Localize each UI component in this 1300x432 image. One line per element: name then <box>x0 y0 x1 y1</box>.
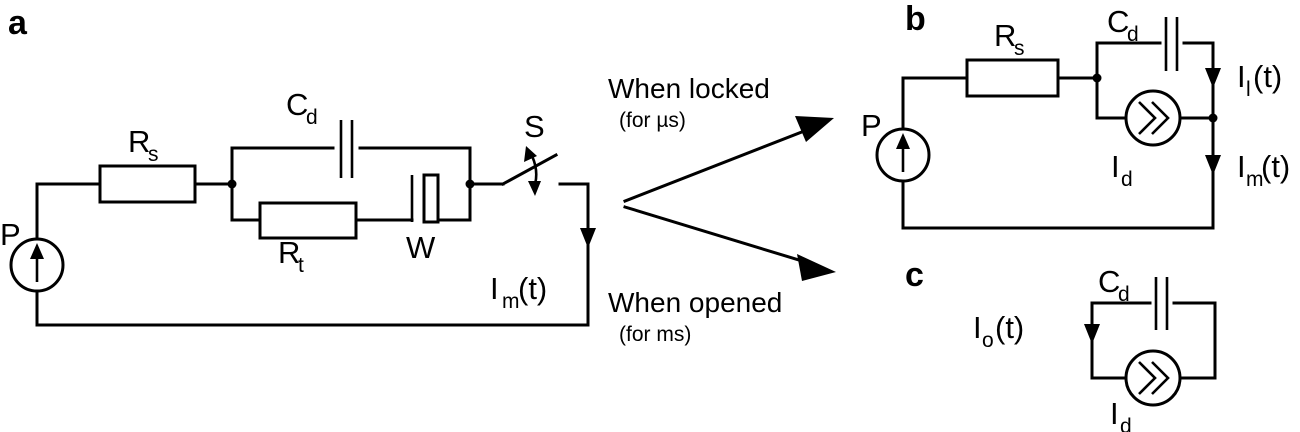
switch-s-toggle-arrow-down <box>528 181 541 196</box>
dependent-source-id-chevron-2-b <box>1151 101 1170 135</box>
current-im-arrow-head-b <box>1205 155 1221 175</box>
panel-a-label: a <box>8 4 28 42</box>
current-io-sub-c: o <box>982 329 994 352</box>
capacitor-cd-sub-b: d <box>1127 23 1139 46</box>
current-source-p-arrow-head <box>30 243 44 259</box>
current-im-label: I <box>490 271 499 306</box>
resistor-rs-body <box>98 164 197 204</box>
current-io-label-c: I <box>973 310 982 345</box>
capacitor-cd-label-c: C <box>1098 264 1120 299</box>
wire-cd-branch-right-b <box>1182 41 1215 120</box>
arrow-locked-shaft <box>623 126 814 203</box>
capacitor-cd-label-b: C <box>1107 4 1129 39</box>
dependent-source-id-label-b: I <box>1111 149 1120 184</box>
wire-bottom-return <box>35 289 590 327</box>
dependent-source-id-sub-c: d <box>1120 415 1132 432</box>
opened-note: (for ms) <box>619 323 691 346</box>
panel-b-label: b <box>905 0 926 38</box>
current-im-tail-b: (t) <box>1261 149 1290 184</box>
resistor-rs-sub-b: s <box>1014 37 1025 60</box>
resistor-rs-label-b: R <box>994 18 1016 53</box>
locked-title: When locked <box>608 73 770 104</box>
current-im-label-b: I <box>1237 149 1246 184</box>
warburg-w-label: W <box>406 230 436 265</box>
capacitor-cd-sub-c: d <box>1118 283 1130 306</box>
capacitor-cd-sub: d <box>306 106 318 129</box>
dependent-source-id-sub-b: d <box>1121 168 1133 191</box>
resistor-rt-body <box>258 201 358 240</box>
resistor-rt-sub: t <box>298 254 304 277</box>
opened-title: When opened <box>608 287 782 318</box>
resistor-rs-sub: s <box>148 143 159 166</box>
arrow-locked-head <box>795 116 834 142</box>
current-im-sub: m <box>502 290 520 313</box>
dependent-source-id-chevron-1-c <box>1138 361 1157 395</box>
dependent-source-id-label-c: I <box>1110 396 1119 431</box>
switch-s-blade <box>500 152 559 187</box>
current-il-tail-b: (t) <box>1253 59 1282 94</box>
transition-group: When locked (for µs) When opened (for ms… <box>608 73 836 346</box>
source-label-p-b: P <box>861 108 882 143</box>
current-il-sub-b: l <box>1246 78 1251 101</box>
dependent-source-id-circle-c <box>1124 349 1182 407</box>
panel-b: b P R s C d I d I l <box>861 0 1290 230</box>
switch-s-toggle-arrow-up <box>524 146 537 162</box>
panel-c-label: c <box>905 256 924 294</box>
arrow-opened-shaft <box>623 205 814 266</box>
arrow-opened-head <box>797 254 836 281</box>
dependent-source-id-chevron-2-c <box>1151 361 1170 395</box>
dependent-source-id-chevron-1-b <box>1138 101 1157 135</box>
locked-note: (for µs) <box>619 109 686 132</box>
dependent-source-id-circle-b <box>1124 89 1182 147</box>
wire-cd-branch-left-b <box>1095 41 1162 80</box>
current-im-sub-b: m <box>1246 168 1264 191</box>
current-source-p-arrow-head-b <box>896 133 910 149</box>
wire-cd-branch-right <box>358 146 472 186</box>
source-label-p: P <box>0 217 21 252</box>
wire-rt-branch-left <box>230 182 262 222</box>
wire-source-to-rs-b <box>901 76 969 131</box>
warburg-w-box <box>422 173 440 224</box>
current-il-label-b: I <box>1237 59 1246 94</box>
capacitor-cd-label: C <box>286 87 308 122</box>
current-io-arrow-head-c <box>1084 324 1100 344</box>
current-im-arrow-head <box>580 228 596 248</box>
resistor-rs-body-b <box>965 58 1060 98</box>
wire-id-branch-left-b <box>1095 76 1128 120</box>
switch-s-label: S <box>524 109 545 144</box>
panel-a: a P R s C d R t W <box>0 4 596 327</box>
current-io-tail-c: (t) <box>995 310 1024 345</box>
resistor-rt-label: R <box>278 235 300 270</box>
resistor-rs-label: R <box>128 124 150 159</box>
wire-w-to-node <box>436 182 472 222</box>
current-im-tail: (t) <box>518 271 547 306</box>
current-il-arrow-head-b <box>1205 68 1221 88</box>
panel-c: c C d I d I o (t) <box>905 256 1217 432</box>
wire-cd-branch-left <box>230 146 335 186</box>
